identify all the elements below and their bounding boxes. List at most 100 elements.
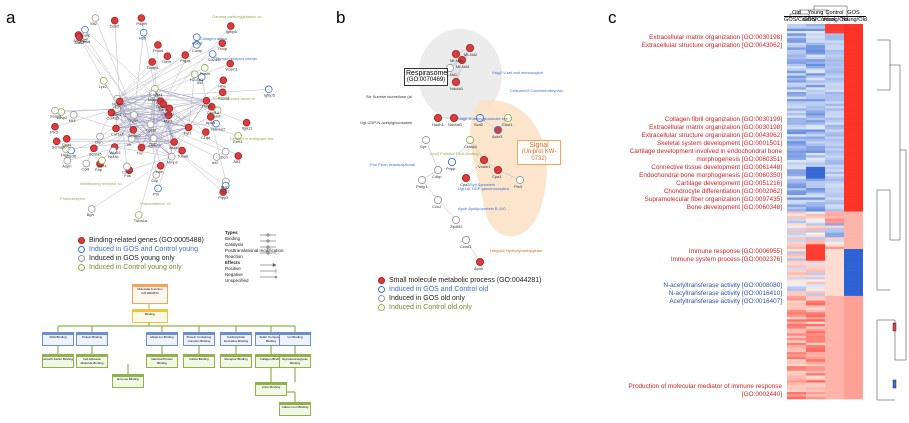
heatmap-cell bbox=[787, 152, 806, 156]
heatmap-cell bbox=[787, 300, 806, 304]
heatmap-cell bbox=[825, 389, 844, 393]
network-node-label: Mt-Nd4 bbox=[456, 64, 470, 69]
signal-box: Signal (Uniprot KW-0732) bbox=[517, 140, 561, 165]
heatmap-cell bbox=[806, 190, 825, 194]
heatmap-cell bbox=[806, 164, 825, 168]
heatmap-cell bbox=[806, 295, 825, 299]
heatmap-cell bbox=[844, 316, 863, 320]
heatmap-cell bbox=[787, 288, 806, 292]
heatmap-cell bbox=[806, 124, 825, 128]
heatmap-cell bbox=[825, 35, 844, 39]
network-node-label: Cd248 bbox=[208, 57, 221, 62]
network-edge bbox=[84, 29, 161, 102]
heatmap-cell bbox=[844, 26, 863, 29]
network-node bbox=[447, 157, 457, 167]
heatmap-cell bbox=[825, 234, 844, 238]
go-term-label: Extracellular structure organization [GO… bbox=[641, 132, 782, 139]
heatmap-cell bbox=[787, 286, 806, 290]
network-node bbox=[90, 144, 98, 153]
heatmap-cell bbox=[787, 134, 806, 137]
network-node-label: Dcn bbox=[221, 155, 228, 160]
network-node-label: Ndufa3 bbox=[450, 86, 464, 91]
heatmap-cell bbox=[844, 328, 863, 332]
heatmap-cell bbox=[787, 159, 806, 163]
network-node bbox=[207, 103, 216, 111]
network-node-label: H2-Ab1 bbox=[190, 77, 204, 82]
network-node-label: Hbb bbox=[139, 36, 147, 41]
heatmap-cell bbox=[787, 33, 806, 37]
network-edge bbox=[117, 54, 186, 99]
heatmap-cell bbox=[806, 277, 825, 280]
legend-a-item: Induced in GOS and Control young bbox=[78, 245, 204, 254]
heatmap-cell bbox=[844, 129, 863, 133]
network-node bbox=[109, 146, 117, 155]
network-a: Mmp16Tgm2Sfrp1Ccl11Col1a1Col5a1Fgf1Lamb2… bbox=[50, 14, 276, 223]
heatmap-cell bbox=[806, 241, 825, 245]
network-node bbox=[206, 113, 215, 121]
network-node bbox=[178, 146, 186, 155]
network-edge bbox=[201, 77, 207, 101]
heatmap-cell bbox=[825, 380, 844, 383]
heatmap-cell bbox=[825, 96, 844, 100]
heatmap-cell bbox=[787, 295, 806, 299]
heatmap-cell bbox=[787, 113, 806, 116]
heatmap-cell bbox=[825, 110, 844, 114]
heatmap-cell bbox=[787, 232, 806, 236]
network-edge bbox=[116, 63, 231, 110]
heatmap-cell bbox=[806, 162, 825, 165]
network-node bbox=[451, 49, 461, 59]
network-edge bbox=[152, 93, 175, 143]
heatmap-cell bbox=[844, 375, 863, 379]
heatmap-cell bbox=[825, 204, 844, 208]
network-node bbox=[451, 77, 461, 87]
heatmap-cell bbox=[844, 80, 863, 83]
network-node-label: Itga11 bbox=[242, 126, 254, 131]
heatmap-cell bbox=[787, 377, 806, 381]
heatmap-cell bbox=[806, 52, 825, 55]
heatmap-cell bbox=[787, 56, 806, 60]
heatmap-cell bbox=[806, 335, 825, 339]
heatmap-cell bbox=[806, 249, 825, 252]
network-node bbox=[181, 51, 190, 59]
heatmap-cell bbox=[787, 272, 806, 276]
heatmap-cell bbox=[787, 363, 806, 367]
heatmap-cell bbox=[806, 150, 825, 154]
network-node-label: Col5a1 bbox=[150, 92, 163, 97]
go-term-label: Production of molecular mediator of immu… bbox=[628, 383, 782, 390]
heatmap-cell bbox=[844, 108, 863, 112]
heatmap-cell bbox=[806, 312, 825, 315]
heatmap-cell bbox=[825, 274, 844, 278]
heatmap-cell bbox=[806, 239, 825, 243]
heatmap-cell bbox=[844, 136, 863, 140]
heatmap-cell bbox=[825, 127, 844, 130]
heatmap-cell bbox=[787, 103, 806, 107]
network-node bbox=[112, 124, 120, 133]
heatmap-cell bbox=[806, 134, 825, 137]
heatmap-cell bbox=[844, 209, 863, 212]
network-node bbox=[461, 173, 471, 183]
network-annotation: Hmgcs2 Hydroxymethylglutar bbox=[490, 248, 543, 253]
network-node-label: Hadh1 bbox=[432, 122, 445, 127]
heatmap-cell bbox=[825, 211, 844, 215]
heatmap-cell bbox=[787, 143, 806, 147]
network-node bbox=[123, 162, 131, 171]
heatmap-cell bbox=[787, 354, 806, 358]
heatmap-cell bbox=[787, 347, 806, 351]
heatmap-cell bbox=[825, 218, 844, 222]
heatmap-cell bbox=[806, 169, 825, 172]
heatmap-cell bbox=[825, 305, 844, 308]
network-node-label: Ogn bbox=[95, 140, 103, 145]
heatmap-cell bbox=[787, 277, 806, 280]
heatmap-cell bbox=[787, 309, 806, 313]
heatmap-cell bbox=[844, 42, 863, 46]
heatmap-cell bbox=[825, 324, 844, 327]
network-edge bbox=[73, 114, 117, 129]
heatmap-cell bbox=[787, 234, 806, 238]
heatmap-cell bbox=[825, 272, 844, 276]
heatmap-cell bbox=[806, 152, 825, 156]
heatmap-cell bbox=[787, 237, 806, 240]
heatmap-cell bbox=[844, 213, 863, 217]
network-node bbox=[190, 70, 199, 79]
heatmap-cell bbox=[787, 136, 806, 140]
